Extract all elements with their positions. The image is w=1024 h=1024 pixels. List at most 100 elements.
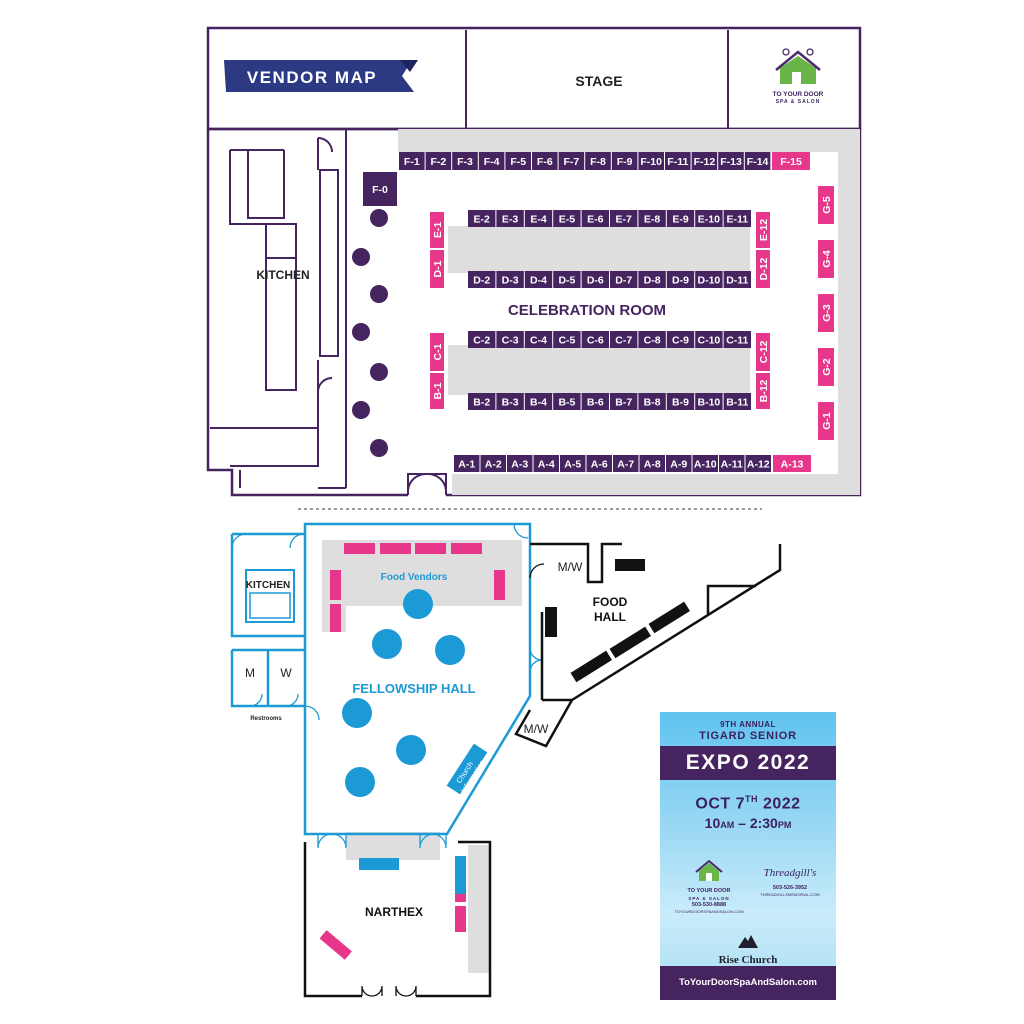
booth-b-1[interactable] <box>430 373 444 409</box>
booth-b-3[interactable] <box>496 393 524 410</box>
booth-f-1[interactable] <box>399 152 425 170</box>
booth-f-7[interactable] <box>558 152 585 170</box>
booth-a-3[interactable] <box>507 455 533 472</box>
booth-d-3[interactable] <box>496 271 524 288</box>
food-hall-doors <box>361 563 545 997</box>
booth-e-1[interactable] <box>430 212 444 248</box>
narthex-booth-blue[interactable] <box>455 856 466 894</box>
booth-f-6[interactable] <box>532 152 558 170</box>
booth-f-5[interactable] <box>505 152 531 170</box>
food-vendor-booth[interactable] <box>344 543 375 554</box>
booth-e-8[interactable] <box>638 210 666 227</box>
booth-f-3[interactable] <box>452 152 478 170</box>
booth-a-10[interactable] <box>692 455 719 472</box>
booth-a-4[interactable] <box>533 455 560 472</box>
booth-f-13[interactable] <box>718 152 744 170</box>
booth-d-12[interactable] <box>756 250 770 288</box>
food-vendor-booth[interactable] <box>380 543 411 554</box>
booth-f-4[interactable] <box>478 152 505 170</box>
booth-b-7[interactable] <box>610 393 638 410</box>
booth-f-8[interactable] <box>585 152 611 170</box>
food-vendor-booth[interactable] <box>415 543 446 554</box>
booth-c-10[interactable] <box>695 331 723 348</box>
booth-b-11-label: B-11 <box>726 397 748 409</box>
booth-g-1[interactable] <box>818 402 834 440</box>
booth-a-13[interactable] <box>773 455 811 472</box>
booth-c-11[interactable] <box>723 331 751 348</box>
booth-e-4[interactable] <box>524 210 553 227</box>
booth-d-2[interactable] <box>468 271 496 288</box>
booth-f-15[interactable] <box>772 152 810 170</box>
booth-b-12[interactable] <box>756 373 770 409</box>
booth-f-12[interactable] <box>691 152 718 170</box>
booth-e-6[interactable] <box>581 210 609 227</box>
booth-a-8[interactable] <box>639 455 666 472</box>
booth-b-2[interactable] <box>468 393 496 410</box>
booth-e-2[interactable] <box>468 210 496 227</box>
booth-b-9[interactable] <box>666 393 695 410</box>
booth-c-3[interactable] <box>496 331 524 348</box>
booth-d-5[interactable] <box>553 271 581 288</box>
booth-c-2[interactable] <box>468 331 496 348</box>
booth-c-9[interactable] <box>666 331 695 348</box>
booth-d-4-label: D-4 <box>530 275 547 287</box>
booth-d-10[interactable] <box>695 271 723 288</box>
booth-c-12[interactable] <box>756 333 770 371</box>
booth-g-4[interactable] <box>818 240 834 278</box>
booth-b-11[interactable] <box>723 393 751 410</box>
booth-d-6[interactable] <box>581 271 609 288</box>
booth-f0[interactable] <box>363 172 397 206</box>
food-vendor-booth[interactable] <box>330 570 341 600</box>
booth-e-3[interactable] <box>496 210 524 227</box>
booth-d-1[interactable] <box>430 250 444 288</box>
booth-c-5[interactable] <box>553 331 581 348</box>
booth-d-7[interactable] <box>610 271 638 288</box>
booth-e-10[interactable] <box>695 210 723 227</box>
booth-a-7[interactable] <box>613 455 639 472</box>
narthex-booth-blue[interactable] <box>359 858 399 870</box>
booth-b-8[interactable] <box>638 393 666 410</box>
lower-level-floorplan: Church Information KITCHEN M W Restrooms… <box>230 522 782 998</box>
booth-a-5[interactable] <box>560 455 586 472</box>
booth-a-12[interactable] <box>745 455 772 472</box>
booth-c-7[interactable] <box>610 331 638 348</box>
food-vendor-booth[interactable] <box>451 543 482 554</box>
booth-e-7[interactable] <box>610 210 638 227</box>
poster-footer-url[interactable]: ToYourDoorSpaAndSalon.com <box>660 966 836 1000</box>
booth-g-5[interactable] <box>818 186 834 224</box>
booth-f-9[interactable] <box>611 152 638 170</box>
booth-d-4[interactable] <box>524 271 553 288</box>
booth-a-11[interactable] <box>719 455 745 472</box>
booth-a-2[interactable] <box>480 455 507 472</box>
booth-a-9[interactable] <box>666 455 692 472</box>
booth-e-11[interactable] <box>723 210 751 227</box>
booth-b-6[interactable] <box>581 393 609 410</box>
booth-b-10[interactable] <box>695 393 723 410</box>
narthex-booth-angled[interactable] <box>319 930 352 960</box>
booth-c-1[interactable] <box>430 333 444 371</box>
church-information-table[interactable] <box>446 743 488 795</box>
booth-d-11[interactable] <box>723 271 751 288</box>
booth-g-3[interactable] <box>818 294 834 332</box>
narthex-booth-pink[interactable] <box>455 906 466 932</box>
booth-b-4[interactable] <box>524 393 553 410</box>
booth-e-12[interactable] <box>756 212 770 248</box>
booth-f-14[interactable] <box>744 152 771 170</box>
booth-g-2[interactable] <box>818 348 834 386</box>
booth-e-5[interactable] <box>553 210 581 227</box>
booth-a-1[interactable] <box>454 455 480 472</box>
booth-f-2[interactable] <box>425 152 452 170</box>
booth-c-4[interactable] <box>524 331 553 348</box>
booth-e-9[interactable] <box>666 210 695 227</box>
booth-d-8[interactable] <box>638 271 666 288</box>
booth-d-9[interactable] <box>666 271 695 288</box>
booth-f-10[interactable] <box>638 152 664 170</box>
food-vendor-booth[interactable] <box>494 570 505 600</box>
booth-f-11[interactable] <box>665 152 691 170</box>
food-vendor-booth[interactable] <box>330 604 341 632</box>
booth-e-1-label: E-1 <box>432 222 444 239</box>
booth-a-6[interactable] <box>586 455 613 472</box>
booth-b-5[interactable] <box>553 393 581 410</box>
booth-c-8[interactable] <box>638 331 666 348</box>
booth-c-6[interactable] <box>581 331 609 348</box>
